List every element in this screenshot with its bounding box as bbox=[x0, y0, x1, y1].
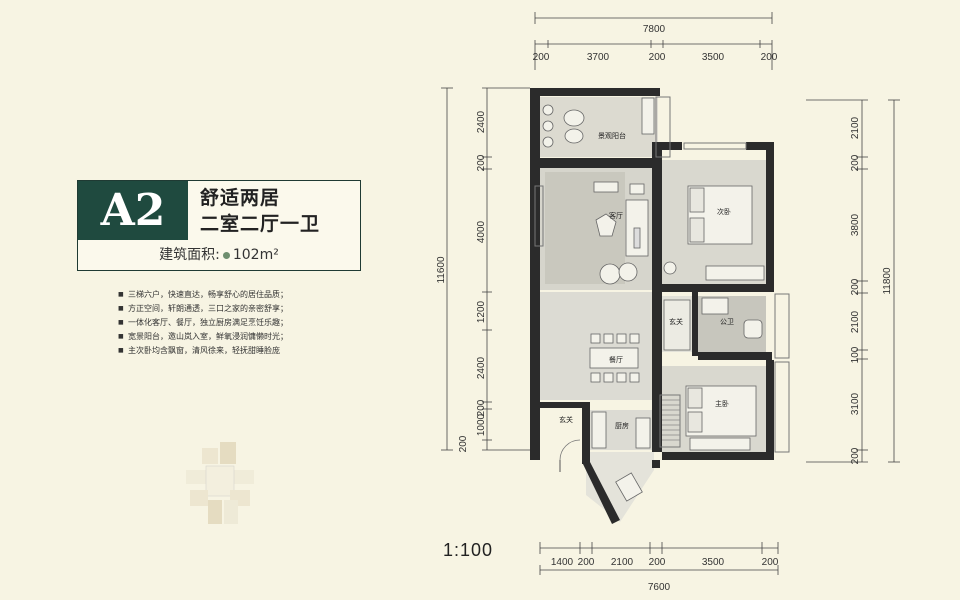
bottom-dim: 200 bbox=[649, 557, 666, 568]
bottom-dim: 3500 bbox=[702, 557, 725, 568]
right-dim: 2100 bbox=[850, 310, 861, 333]
key-plan-icon bbox=[186, 442, 254, 524]
area-row: 建筑面积: 102m² bbox=[77, 240, 361, 271]
top-dim: 3700 bbox=[587, 52, 610, 63]
windows bbox=[534, 96, 790, 453]
left-dim: 1200 bbox=[476, 300, 487, 323]
feature-item: 宽景阳台，邀山岚入室，鲜氧浸润慵懒时光； bbox=[118, 330, 288, 344]
right-dim: 3800 bbox=[850, 213, 861, 236]
feature-item: 三梯六户，快速直达，畅享舒心的居住品质； bbox=[118, 288, 288, 302]
furniture bbox=[542, 97, 765, 502]
right-dim: 2100 bbox=[850, 116, 861, 139]
top-dim: 200 bbox=[533, 52, 550, 63]
left-dimensions bbox=[441, 87, 530, 451]
scale-label: 1:100 bbox=[443, 540, 494, 560]
feature-item: 主次卧均含飘窗，清风徐来，轻抚甜睡脸庞 bbox=[118, 344, 288, 358]
bottom-dim: 200 bbox=[762, 557, 779, 568]
right-dim: 200 bbox=[850, 278, 861, 295]
top-total-dim: 7800 bbox=[643, 24, 666, 35]
bay-window-stripes bbox=[662, 399, 680, 441]
room-label-master-bedroom: 主卧 bbox=[715, 399, 729, 408]
walls bbox=[530, 88, 774, 524]
bottom-dim: 1400 bbox=[551, 557, 574, 568]
bottom-dim: 200 bbox=[578, 557, 595, 568]
left-dim: 2400 bbox=[476, 356, 487, 379]
room-label-second-bedroom: 次卧 bbox=[717, 207, 731, 216]
room-label-public-bath: 公卫 bbox=[720, 318, 734, 326]
left-dim: 1000 bbox=[476, 413, 487, 436]
room-label-balcony: 景观阳台 bbox=[598, 131, 626, 140]
room-label-foyer: 玄关 bbox=[669, 317, 683, 326]
area-value: 102m² bbox=[232, 247, 279, 263]
area-dot-icon bbox=[222, 251, 230, 259]
unit-title-block: A2 舒适两居 二室二厅一卫 bbox=[77, 180, 361, 242]
left-dim: 200 bbox=[458, 435, 469, 452]
room-label-entry: 玄关 bbox=[559, 415, 573, 424]
room-label-living: 客厅 bbox=[609, 211, 623, 220]
entry-door-swing-icon bbox=[559, 439, 581, 461]
room-label-kitchen: 厨房 bbox=[615, 421, 629, 430]
feature-item: 一体化客厅、餐厅，独立厨房满足烹饪乐趣； bbox=[118, 316, 288, 330]
right-dimensions bbox=[806, 99, 900, 463]
area-label: 建筑面积: bbox=[159, 247, 220, 263]
left-dim: 200 bbox=[476, 154, 487, 171]
feature-item: 方正空间，轩朗通透，三口之家的亲密舒享； bbox=[118, 302, 288, 316]
left-dim: 2400 bbox=[476, 110, 487, 133]
top-dim: 200 bbox=[761, 52, 778, 63]
right-total-dim: 11800 bbox=[882, 267, 893, 295]
top-dim: 200 bbox=[649, 52, 666, 63]
right-dim: 100 bbox=[850, 346, 861, 363]
unit-tagline: 舒适两居 bbox=[200, 187, 281, 209]
room-label-dining: 餐厅 bbox=[609, 355, 623, 364]
left-dim: 200 bbox=[476, 399, 487, 416]
left-total-dim: 11600 bbox=[436, 256, 447, 284]
top-dimensions bbox=[534, 12, 773, 70]
top-dim: 3500 bbox=[702, 52, 725, 63]
bottom-total-dim: 7600 bbox=[648, 582, 671, 593]
unit-code: A2 bbox=[78, 181, 188, 241]
right-dim: 200 bbox=[850, 154, 861, 171]
left-dim: 4000 bbox=[476, 220, 487, 243]
unit-layout: 二室二厅一卫 bbox=[200, 213, 321, 235]
bottom-dimensions bbox=[539, 542, 779, 575]
right-dim: 200 bbox=[850, 447, 861, 464]
unit-headline: 舒适两居 二室二厅一卫 bbox=[200, 185, 320, 237]
right-dim: 3100 bbox=[850, 392, 861, 415]
bottom-dim: 2100 bbox=[611, 557, 634, 568]
feature-list: 三梯六户，快速直达，畅享舒心的居住品质； 方正空间，轩朗通透，三口之家的亲密舒享… bbox=[118, 288, 288, 358]
